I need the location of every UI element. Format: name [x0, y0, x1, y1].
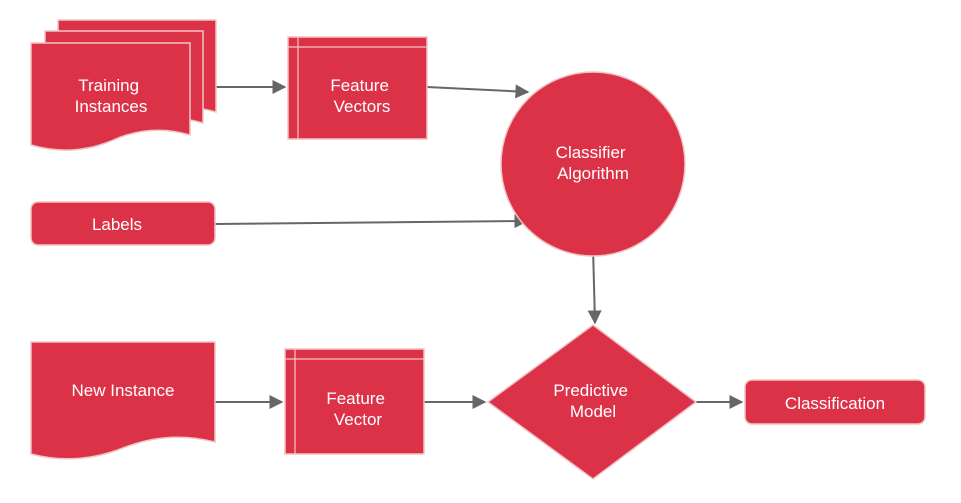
- edges: [214, 80, 744, 409]
- feature-vectors-label-line-2: Vectors: [334, 97, 391, 116]
- feature-vector-label-line-1: Feature: [326, 389, 385, 408]
- svg-text:Predictive Model: Predictive Model: [553, 381, 632, 421]
- svg-text:Feature Vector: Feature Vector: [326, 389, 389, 429]
- labels-node: Labels: [30, 201, 216, 246]
- feature-vector-label-line-2: Vector: [334, 410, 383, 429]
- feature-vector-node: Feature Vector: [284, 348, 425, 455]
- predictive-model-node: Predictive Model: [486, 324, 698, 480]
- classification-label: Classification: [785, 394, 885, 413]
- training-instances-node: Training Instances: [30, 19, 217, 151]
- classification-node: Classification: [744, 379, 926, 425]
- training-instances-label-line-1: Training: [78, 76, 139, 95]
- training-instances-label-line-2: Instances: [75, 97, 148, 116]
- new-instance-label: New Instance: [72, 381, 175, 400]
- classifier-algorithm-node: Classifier Algorithm: [500, 71, 686, 257]
- svg-text:Feature Vectors: Feature Vectors: [330, 76, 393, 116]
- new-instance-node: New Instance: [30, 341, 216, 460]
- edge-classifier-to-predictive-model: [587, 246, 602, 325]
- feature-vectors-node: Feature Vectors: [287, 36, 428, 140]
- classifier-algorithm-label-line-2: Algorithm: [557, 164, 629, 183]
- labels-label: Labels: [92, 215, 142, 234]
- edge-feature-vectors-to-classifier: [426, 84, 530, 99]
- svg-text:Classifier Algorithm: Classifier Algorithm: [556, 143, 631, 183]
- classifier-algorithm-label-line-1: Classifier: [556, 143, 626, 162]
- svg-text:Training Instances: Training Instances: [75, 76, 148, 116]
- edge-labels-to-classifier: [214, 214, 529, 229]
- predictive-model-label-line-1: Predictive: [553, 381, 628, 400]
- predictive-model-label-line-2: Model: [570, 402, 616, 421]
- feature-vectors-label-line-1: Feature: [330, 76, 389, 95]
